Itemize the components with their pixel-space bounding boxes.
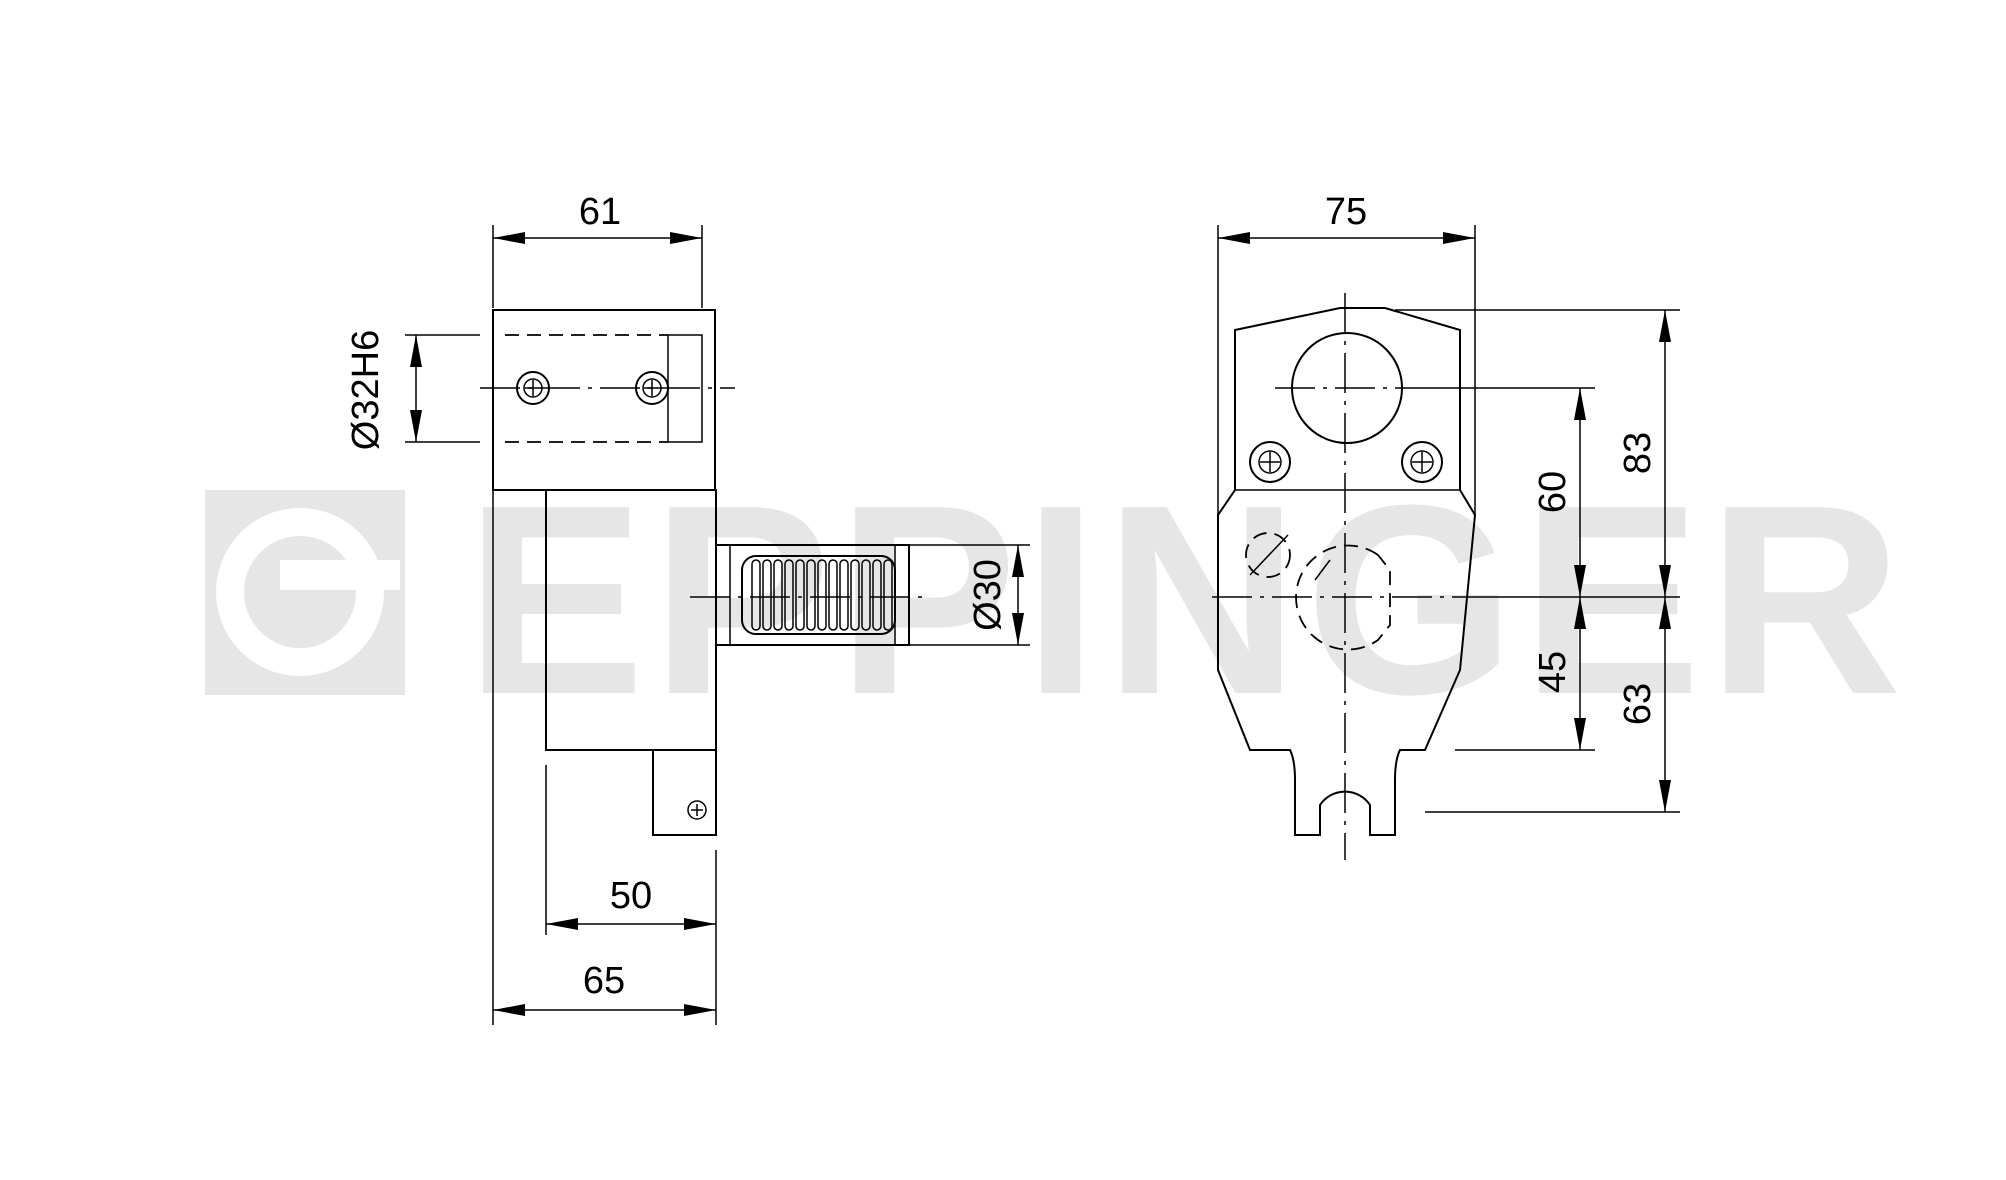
knurl-ridge [751,559,761,631]
knurl-ridge [839,559,849,631]
dim-83: 83 [1617,432,1659,474]
side-shank [715,544,910,646]
knurl-ridge [762,559,772,631]
knurl-ridge [784,559,794,631]
dim-45: 45 [1532,651,1574,693]
knurl-ridge [883,559,893,631]
knurl-ridge [828,559,838,631]
dim-bore: Ø32H6 [345,330,387,450]
dim-shank: Ø30 [967,559,1009,631]
knurl-ridge [872,559,882,631]
dim-75: 75 [1325,191,1367,233]
screw-icon [1401,441,1443,483]
screw-icon [1249,441,1291,483]
dim-65: 65 [583,960,625,1002]
screw-icon [635,371,669,405]
knurl-ridge [817,559,827,631]
front-view: 75 60 45 83 63 [1212,191,1680,860]
knurl-ridge [773,559,783,631]
front-outline [1217,307,1477,836]
dim-50: 50 [610,875,652,917]
knurl-ridge [850,559,860,631]
knurl-ridge [806,559,816,631]
watermark: EPPINGER [205,450,1908,751]
dim-63: 63 [1617,683,1659,725]
side-view: 61 Ø32H6 Ø30 50 65 [345,191,1030,1025]
watermark-text: EPPINGER [465,450,1908,751]
knurl-ridge [795,559,805,631]
dim-60: 60 [1532,471,1574,513]
screw-icon [516,371,550,405]
knurl-ridge [861,559,871,631]
dim-61: 61 [579,191,621,233]
screw-icon [687,800,707,820]
